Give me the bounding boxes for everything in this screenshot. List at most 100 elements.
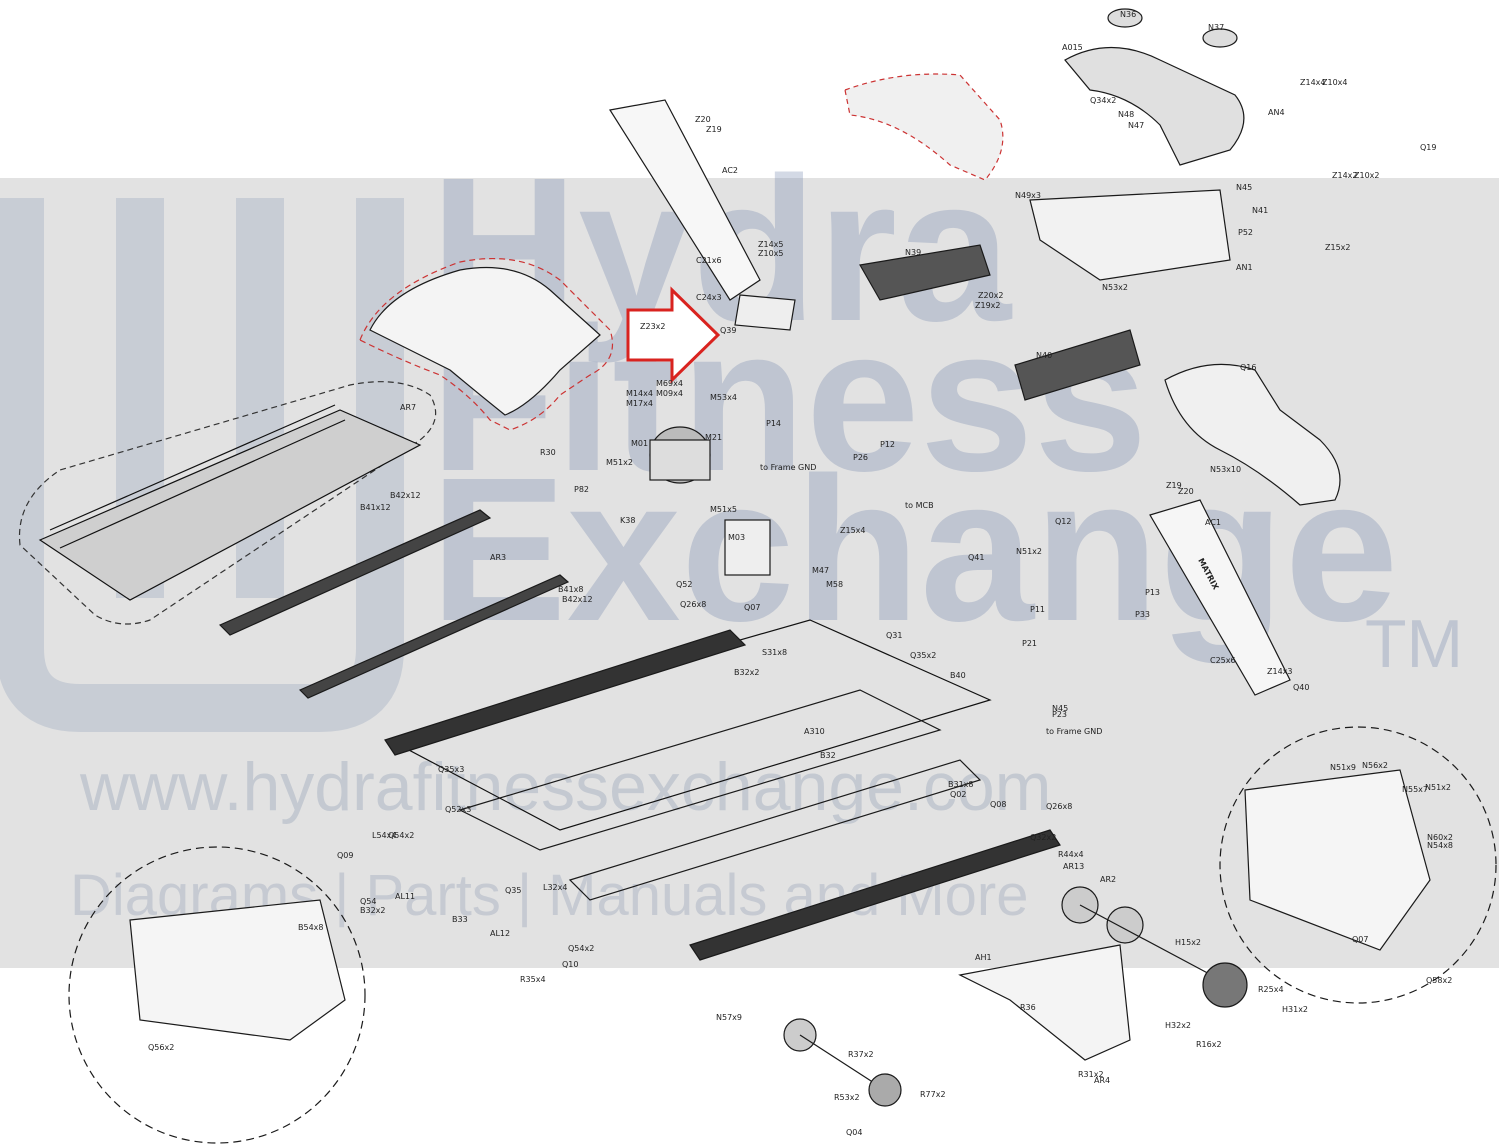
part-label: H15x2	[1175, 938, 1201, 947]
part-label: Q02	[950, 790, 966, 799]
part-label: Q56x2	[148, 1043, 174, 1052]
part-label: C25x6	[1210, 656, 1236, 665]
part-label: Q07	[1352, 935, 1368, 944]
part-label: B41x8	[558, 585, 584, 594]
part-label: M69x4	[656, 379, 683, 388]
upright-right-part	[1149, 499, 1291, 696]
part-label: R77x2	[920, 1090, 946, 1099]
part-label: Z10x2	[1354, 171, 1379, 180]
part-label: Z20x2	[978, 291, 1003, 300]
detail-circle-right	[1219, 726, 1497, 1004]
part-label: Z19	[1166, 481, 1182, 490]
upright-left-part	[609, 99, 761, 301]
part-label: H31x2	[1282, 1005, 1308, 1014]
part-label: C21x6	[696, 256, 722, 265]
part-label: AN4	[1268, 108, 1285, 117]
part-label: P23	[1052, 710, 1067, 719]
part-label: R31x2	[1078, 1070, 1104, 1079]
part-label: AR3	[490, 553, 506, 562]
part-label: Q35	[505, 886, 521, 895]
watermark-trademark: TM	[1365, 606, 1464, 682]
part-labels: N36N37A015Q34x2Z14x4Z10x4AN4Q19Z14x2Z10x…	[148, 10, 1453, 1137]
part-label: AL12	[490, 929, 510, 938]
part-label: R16x2	[1196, 1040, 1222, 1049]
rear-roller-part	[1061, 886, 1248, 1008]
part-label: Z14x4	[1300, 78, 1325, 87]
side-rail-left-part	[384, 629, 747, 756]
part-label: N45	[1052, 704, 1068, 713]
part-label: R35x4	[520, 975, 546, 984]
part-label: P33	[1135, 610, 1150, 619]
part-label: S31x8	[762, 648, 787, 657]
part-label: M03	[728, 533, 745, 542]
motor-part	[649, 426, 771, 576]
part-label: C24x3	[696, 293, 722, 302]
part-label: M01	[631, 439, 648, 448]
part-label: B32	[820, 751, 836, 760]
part-label: Q26x8	[1046, 802, 1072, 811]
rear-base-part	[958, 944, 1131, 1061]
console-frame-part	[1029, 189, 1231, 281]
part-label: B40	[950, 671, 966, 680]
part-label: Q04	[846, 1128, 862, 1137]
part-label: N60x2	[1427, 833, 1453, 842]
detail-circle-left	[68, 846, 366, 1144]
running-belt-part	[18, 381, 437, 625]
part-label: P26	[853, 453, 868, 462]
part-label: H32x2	[1165, 1021, 1191, 1030]
part-label: N45	[1236, 183, 1252, 192]
watermark-url: www.hydrafitnessexchange.com	[80, 749, 1052, 825]
console-part	[844, 8, 1245, 181]
part-label: M53x4	[710, 393, 737, 402]
part-label: N53x2	[1102, 283, 1128, 292]
part-label: Q54x2	[388, 831, 414, 840]
part-label: Q52	[676, 580, 692, 589]
part-label: N36	[1120, 10, 1136, 19]
part-label: Q35x2	[910, 651, 936, 660]
part-label: N53x10	[1210, 465, 1241, 474]
part-label: R30	[540, 448, 556, 457]
part-label: Q39	[720, 326, 736, 335]
part-label: R36	[1020, 1003, 1036, 1012]
part-label: Q19	[1420, 143, 1436, 152]
part-label: N51x2	[1016, 547, 1042, 556]
part-label: Q16	[1240, 363, 1256, 372]
part-label: N56x2	[1362, 761, 1388, 770]
highlight-arrow-icon	[626, 286, 721, 384]
front-roller-part	[783, 1018, 902, 1107]
part-label: Q32x2	[1030, 833, 1056, 842]
part-label: L32x4	[543, 883, 567, 892]
part-label: AC2	[722, 166, 738, 175]
part-label: AR7	[400, 403, 416, 412]
part-label: B32x2	[360, 906, 386, 915]
part-label: R25x4	[1258, 985, 1284, 994]
part-label: M14x4	[626, 389, 653, 398]
part-label: Z14x5	[758, 240, 783, 249]
part-label: R53x2	[834, 1093, 860, 1102]
part-label: N47	[1128, 121, 1144, 130]
part-label: N51x2	[1425, 783, 1451, 792]
part-label: N51x9	[1330, 763, 1356, 772]
part-label: Z10x5	[758, 249, 783, 258]
part-label: P13	[1145, 588, 1160, 597]
part-label: Q10	[562, 960, 578, 969]
part-label: P14	[766, 419, 781, 428]
part-label: Q26x8	[680, 600, 706, 609]
part-label: N49x3	[1015, 191, 1041, 200]
part-label: Q52x3	[445, 805, 471, 814]
part-label: Q31	[886, 631, 902, 640]
part-label: P21	[1022, 639, 1037, 648]
part-label: Z14x2	[1332, 171, 1357, 180]
part-label: M21	[705, 433, 722, 442]
part-label: AL11	[395, 892, 415, 901]
part-label: Q54	[360, 897, 376, 906]
part-label: P82	[574, 485, 589, 494]
part-label: Z20	[695, 115, 711, 124]
part-label: Z15x4	[840, 526, 865, 535]
part-label: B42x12	[390, 491, 421, 500]
part-label: AR4	[1094, 1076, 1110, 1085]
part-label: M47	[812, 566, 829, 575]
part-label: B31x8	[948, 780, 974, 789]
part-label: B32x2	[734, 668, 760, 677]
